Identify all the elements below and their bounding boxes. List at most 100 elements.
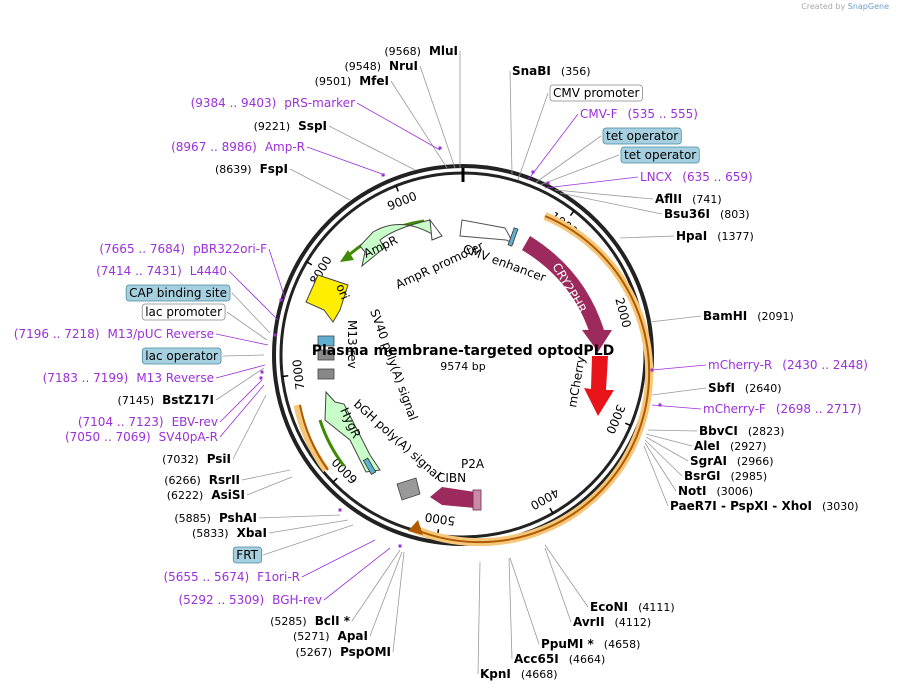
map-label-sgrai[interactable]: SgrAI(2966)	[690, 454, 773, 468]
primer-name: CMV-F	[580, 107, 618, 121]
map-label-pbr322ori-f[interactable]: (7665 .. 7684)pBR322ori-F	[99, 242, 267, 256]
site-position: (6266)	[164, 474, 201, 487]
map-label-cap-binding-site[interactable]: CAP binding site	[125, 284, 231, 302]
map-label-bgh-rev[interactable]: (5292 .. 5309)BGH-rev	[178, 593, 322, 607]
site-name: EcoNI	[590, 600, 628, 614]
map-label-xbai[interactable]: (5833)XbaI	[192, 526, 267, 540]
map-label-fspi[interactable]: (8639)FspI	[215, 162, 288, 176]
map-label-avrii[interactable]: AvrII(4112)	[573, 615, 651, 629]
site-name: KpnI	[480, 667, 511, 681]
map-label-ebv-rev[interactable]: (7104 .. 7123)EBV-rev	[78, 415, 218, 429]
map-label-acc65i[interactable]: Acc65I(4664)	[514, 652, 605, 666]
tick-mark	[624, 422, 632, 427]
map-label-lac-promoter[interactable]: lac promoter	[141, 303, 226, 321]
map-label-pshai[interactable]: (5885)PshAI	[174, 511, 257, 525]
site-position: (356)	[561, 65, 591, 78]
map-label-mfei[interactable]: (9501)MfeI	[315, 74, 389, 88]
map-label-paer7i-pspxi-xhoi[interactable]: PaeR7I - PspXI - XhoI(3030)	[670, 499, 859, 513]
leader-line	[246, 476, 293, 496]
site-label: (9568)MluI	[384, 44, 458, 58]
label-p2a: P2A	[461, 457, 485, 471]
map-label-kpni[interactable]: KpnI(4668)	[480, 667, 557, 681]
site-name: Bsu36I	[664, 207, 710, 221]
map-label-sspi[interactable]: (9221)SspI	[254, 119, 327, 133]
map-label-nrui[interactable]: (9548)NruI	[344, 59, 418, 73]
map-label-sbfi[interactable]: SbfI (2640)	[708, 381, 782, 395]
leader-line	[390, 80, 448, 169]
leader-line	[323, 547, 391, 601]
map-label-rsrii[interactable]: (6266)RsrII	[164, 473, 240, 487]
feature-box	[125, 284, 231, 302]
feature-ori	[305, 274, 349, 323]
site-position: (2823)	[748, 425, 785, 438]
map-label-apai[interactable]: (5271)ApaI	[293, 629, 368, 643]
map-label-amp-r[interactable]: (8967 .. 8986)Amp-R	[171, 140, 305, 154]
map-label-alei[interactable]: AleI(2927)	[694, 439, 767, 453]
site-name: FspI	[260, 162, 288, 176]
feature-box	[141, 303, 226, 321]
map-label-cmv-promoter[interactable]: CMV promoter	[549, 84, 643, 102]
feature-box	[549, 84, 643, 102]
site-name: SbfI	[708, 381, 735, 395]
map-label-tet-operator[interactable]: tet operator	[620, 146, 700, 164]
primer-range: (7183 .. 7199)	[43, 371, 129, 385]
site-name: AleI	[694, 439, 720, 453]
map-label-mcherry-f[interactable]: mCherry-F(2698 .. 2717)	[703, 402, 862, 416]
map-label-hpai[interactable]: HpaI(1377)	[676, 229, 754, 243]
map-label-f1ori-r[interactable]: (5655 .. 5674)F1ori-R	[163, 570, 300, 584]
map-label-psii[interactable]: (7032)PsiI	[162, 452, 231, 466]
map-label-bstz17i[interactable]: (7145)BstZ17I	[118, 393, 214, 407]
leader-line	[215, 364, 266, 379]
map-label-frt[interactable]: FRT	[232, 546, 263, 564]
map-label-lncx[interactable]: LNCX(635 .. 659)	[640, 170, 753, 184]
site-position: (2966)	[737, 455, 774, 468]
site-position: (3006)	[717, 485, 754, 498]
site-label: EcoNI(4111)	[590, 600, 675, 614]
map-label-noti[interactable]: NotI(3006)	[678, 484, 753, 498]
map-label-mlui[interactable]: (9568)MluI	[384, 44, 458, 58]
feature-p2a	[472, 489, 482, 511]
site-name: BbvCI	[699, 424, 738, 438]
map-label-pspomi[interactable]: (5267)PspOMI	[295, 645, 391, 659]
map-label-asisi[interactable]: (6222)AsiSI	[167, 488, 245, 502]
primer-name: pRS-marker	[284, 96, 355, 110]
map-label-lac-operator[interactable]: lac operator	[141, 347, 222, 365]
site-label: (5271)ApaI	[293, 629, 368, 643]
leader-line	[289, 168, 351, 201]
leader-line	[241, 469, 291, 481]
primer-mark	[438, 146, 442, 150]
primer-label: (5655 .. 5674)F1ori-R	[163, 570, 300, 584]
map-label-m13-reverse[interactable]: (7183 .. 7199)M13 Reverse	[43, 371, 214, 385]
feature-cry2phr	[522, 236, 612, 352]
site-label: (9548)NruI	[344, 59, 418, 73]
site-label: AleI(2927)	[694, 439, 767, 453]
site-position: (4658)	[604, 638, 641, 651]
leader-line	[232, 394, 267, 460]
site-label: SbfI (2640)	[708, 381, 782, 395]
primer-name: mCherry-F	[703, 402, 766, 416]
map-label-l4440[interactable]: (7414 .. 7431)L4440	[96, 264, 227, 278]
map-label-tet-operator[interactable]: tet operator	[602, 127, 682, 145]
map-label-bsu36i[interactable]: Bsu36I(803)	[664, 207, 750, 221]
site-position: (2640)	[745, 382, 782, 395]
primer-mark	[398, 544, 402, 548]
map-label-m13-puc-reverse[interactable]: (7196 .. 7218)M13/pUC Reverse	[14, 327, 214, 341]
map-label-bsrgi[interactable]: BsrGI(2985)	[684, 469, 767, 483]
map-label-bbvci[interactable]: BbvCI (2823)	[699, 424, 784, 438]
map-label-sv40pa-r[interactable]: (7050 .. 7069)SV40pA-R	[65, 430, 218, 444]
map-label-prs-marker[interactable]: (9384 .. 9403)pRS-marker	[191, 96, 355, 110]
map-label-ppumi[interactable]: PpuMI *(4658)	[541, 637, 640, 651]
map-label-bcli[interactable]: (5285)BclI *	[270, 614, 351, 628]
site-label: BsrGI(2985)	[684, 469, 767, 483]
map-label-bamhi[interactable]: BamHI(2091)	[703, 309, 794, 323]
feature-box-label: lac operator	[145, 349, 218, 363]
site-label: (9501)MfeI	[315, 74, 389, 88]
map-label-snabi[interactable]: SnaBI(356)	[512, 64, 591, 78]
map-label-mcherry-r[interactable]: mCherry-R(2430 .. 2448)	[708, 358, 868, 372]
map-label-econi[interactable]: EcoNI(4111)	[590, 600, 675, 614]
primer-name: mCherry-R	[708, 358, 772, 372]
leader-line	[517, 92, 549, 181]
map-label-cmv-f[interactable]: CMV-F(535 .. 555)	[580, 107, 698, 121]
map-label-aflii[interactable]: AflII(741)	[655, 192, 722, 206]
